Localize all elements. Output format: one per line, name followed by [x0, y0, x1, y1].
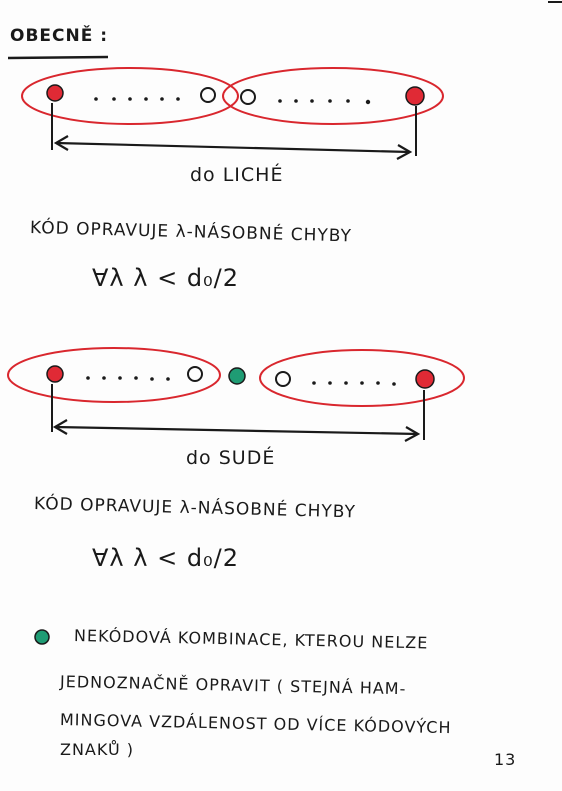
legend-green-dot [34, 629, 50, 645]
odd-distance-arrow [55, 141, 411, 154]
even-right-loop [259, 349, 465, 407]
even-left-loop [7, 347, 221, 403]
page-heading: OBECNĚ : [10, 26, 109, 46]
even-condition: ∀λ λ < d₀/2 [92, 544, 240, 572]
even-ellipsis-dots [86, 376, 396, 386]
even-distance-label: do SUDÉ [186, 447, 276, 469]
odd-codeword-right [405, 86, 425, 106]
even-word-mid-left [187, 366, 203, 382]
odd-word-mid-left [200, 87, 216, 103]
even-word-mid-right [275, 371, 291, 387]
odd-word-mid-right [240, 89, 256, 105]
even-codeword-right [415, 369, 435, 389]
odd-codeword-left [46, 84, 64, 102]
odd-right-loop [222, 67, 444, 125]
even-codeword-left [46, 365, 64, 383]
odd-left-loop [21, 67, 239, 125]
note-line-4: ZNAKŮ ) [60, 740, 134, 759]
odd-ellipsis-dots [94, 97, 371, 105]
even-noncode-word [228, 367, 246, 385]
page-number: 13 [494, 750, 517, 769]
even-distance-arrow [54, 425, 419, 436]
heading-underline [7, 55, 109, 60]
odd-distance-label: do LICHÉ [190, 164, 284, 186]
odd-condition: ∀λ λ < d₀/2 [92, 264, 240, 292]
